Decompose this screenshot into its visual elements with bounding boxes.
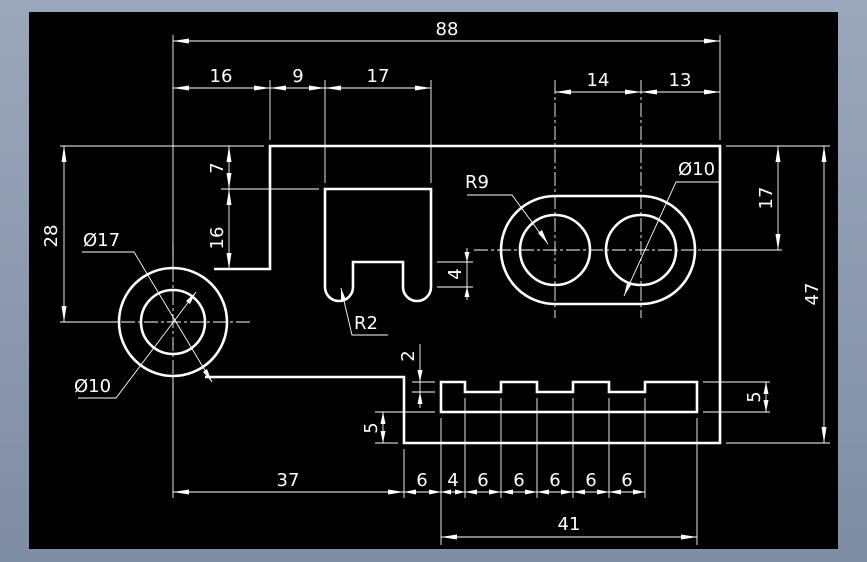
dim-bottom-6f: 6 [621,470,632,491]
dimension-texts: 88 16 9 17 14 13 28 7 16 17 47 4 2 5 5 3… [41,19,823,535]
slot-right-hole [604,213,678,287]
dim-small-5-left: 5 [361,422,382,433]
dim-bottom-6b: 6 [477,470,488,491]
dim-slot-4: 4 [445,268,466,279]
dim-bottom-6c: 6 [513,470,524,491]
dimension-lines [61,38,827,540]
dim-top-14: 14 [587,70,610,91]
leader-lines [78,181,720,399]
dia17-leader [82,251,213,383]
r2-leader [340,287,388,336]
r9-leader [467,194,549,245]
outer-outline [205,144,722,445]
drawing-canvas: 88 16 9 17 14 13 28 7 16 17 47 4 2 5 5 3… [29,12,838,549]
left-inner-hole [139,288,207,356]
dim-top-9: 9 [292,66,303,87]
toothed-slot [439,380,699,414]
dim-bottom-6e: 6 [585,470,596,491]
dia10-left-leader [78,291,197,399]
dim-right-17: 17 [756,187,777,210]
dim-small-5-right: 5 [744,391,765,402]
slot-left-hole [518,213,592,287]
dia10-right-leader [623,181,720,297]
upper-slot-cutout [323,187,433,303]
part-geometry [117,144,722,445]
extension-lines [60,35,830,545]
dim-left-7: 7 [207,162,228,173]
dim-bottom-41: 41 [558,514,581,535]
dim-overall-88: 88 [436,19,459,40]
dim-bottom-4: 4 [447,470,458,491]
dim-left-16: 16 [207,227,228,250]
label-r9: R9 [465,172,489,193]
label-r2: R2 [354,313,378,334]
dim-top-17: 17 [367,66,390,87]
dim-bottom-6a: 6 [416,470,427,491]
oblong-slot [499,194,697,306]
label-dia17: Ø17 [83,230,120,251]
dim-top-13: 13 [669,70,692,91]
dim-left-28: 28 [41,225,62,248]
dim-small-2: 2 [398,350,419,361]
dim-right-47: 47 [802,283,823,306]
dim-top-16: 16 [210,66,233,87]
label-dia10-left: Ø10 [74,376,111,397]
cad-drawing: 88 16 9 17 14 13 28 7 16 17 47 4 2 5 5 3… [41,19,830,545]
label-dia10-right: Ø10 [678,159,715,180]
dim-bottom-6d: 6 [549,470,560,491]
dim-bottom-37: 37 [277,470,300,491]
center-lines [98,80,780,400]
